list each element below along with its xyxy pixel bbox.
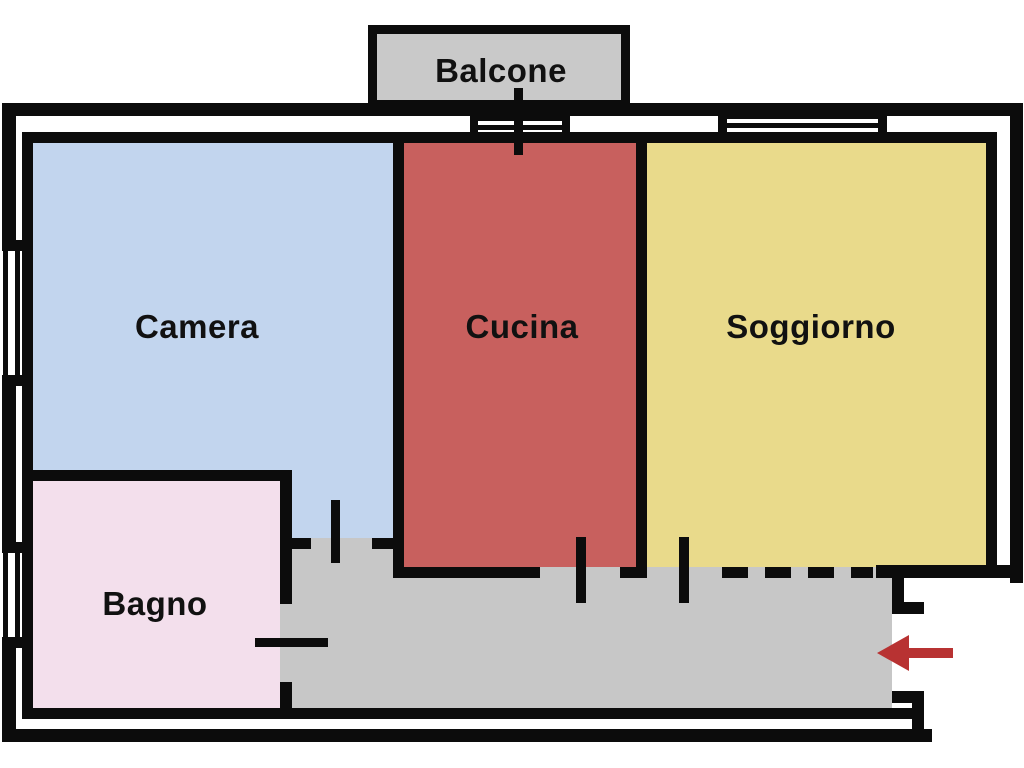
outer-wall-left-lower [2,648,16,742]
door-leaf-camera [331,500,340,563]
label-camera: Camera [134,308,260,345]
window-left-lower-line-outer [3,553,8,637]
wall-camera-cucina [393,132,404,578]
wall-bagno-top [22,470,292,481]
window-soggiorno-cap-left [718,112,727,133]
window-soggiorno-cap-right [878,112,887,133]
room-wall-top [22,132,997,143]
label-balcone: Balcone [435,52,567,89]
entrance-jamb-lower-vertical [912,691,924,742]
room-cucina [404,143,636,567]
wall-soggiorno-bottom-right [876,565,1020,578]
outer-wall-left-upper [2,103,16,240]
entrance-arrow-head [877,635,909,671]
window-soggiorno-line-top [727,114,878,119]
outer-wall-top [2,103,1023,116]
label-bagno: Bagno [102,585,208,622]
room-wall-bottom [22,708,912,719]
entrance-arrow-shaft [909,648,953,658]
open-passage-dashed-line [722,567,873,578]
room-corridoio [280,567,892,708]
window-left-upper-line-inner [15,251,20,375]
window-left-upper-cap-bottom [2,375,26,386]
outer-wall-left-middle [2,386,16,542]
door-leaf-bagno [255,638,328,647]
entrance-arrow-icon [877,635,953,671]
entrance-jamb-upper-horizontal [892,602,924,614]
window-balcone-cap-left [470,113,478,133]
window-balcone-cap-right [562,113,570,133]
window-balcone-line-bottom [477,125,563,130]
wall-cucina-bottom-right [620,567,647,578]
wall-cucina-bottom-left [393,567,540,578]
outer-wall-bottom [2,729,932,742]
wall-camera-bottom-left [285,538,311,549]
window-left-lower-cap-top [2,542,26,553]
room-bagno [33,481,280,708]
window-soggiorno-line-bottom [727,123,878,128]
window-left-lower-cap-bottom [2,637,26,648]
wall-bagno-right-upper [280,470,292,604]
window-left-upper-cap-top [2,240,26,251]
window-balcone-line-top [477,116,563,121]
outer-wall-right [1010,103,1023,583]
wall-camera-bottom-right [372,538,404,549]
door-leaf-cucina [576,537,586,603]
room-wall-left [22,132,33,719]
room-soggiorno [647,143,986,567]
door-leaf-balcone [514,88,523,155]
wall-cucina-soggiorno [636,132,647,578]
label-cucina: Cucina [465,308,579,345]
label-soggiorno: Soggiorno [726,308,896,345]
door-leaf-soggiorno [679,537,689,603]
wall-soggiorno-right [986,132,997,578]
window-left-upper-line-outer [3,251,8,375]
window-left-lower-line-inner [15,553,20,637]
